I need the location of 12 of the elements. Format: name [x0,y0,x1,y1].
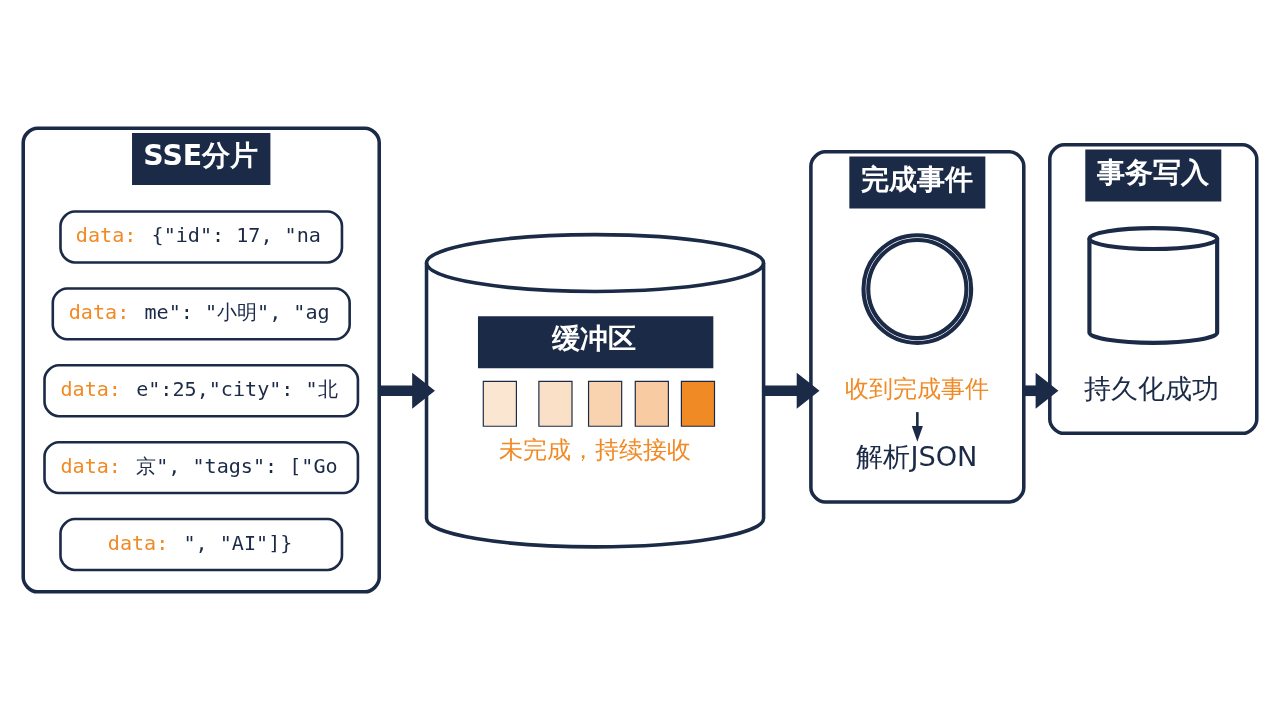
node-text: 收到完成事件 [845,374,990,403]
arrow [763,372,820,409]
node-box: data: e":25,"city": "北 [43,364,360,418]
node-box: data: ", "AI"]} [59,517,344,572]
node-box: data: {"id": 17, "na [59,210,344,264]
node-box: data: me": "小明", "ag [51,287,351,341]
node-text: 解析JSON [856,441,978,473]
arrow [911,412,923,442]
node-box: data: 京", "tags": ["Go [43,440,360,495]
arrow [379,372,435,409]
node-text: 持久化成功 [1084,372,1220,404]
node-circle [861,233,974,345]
